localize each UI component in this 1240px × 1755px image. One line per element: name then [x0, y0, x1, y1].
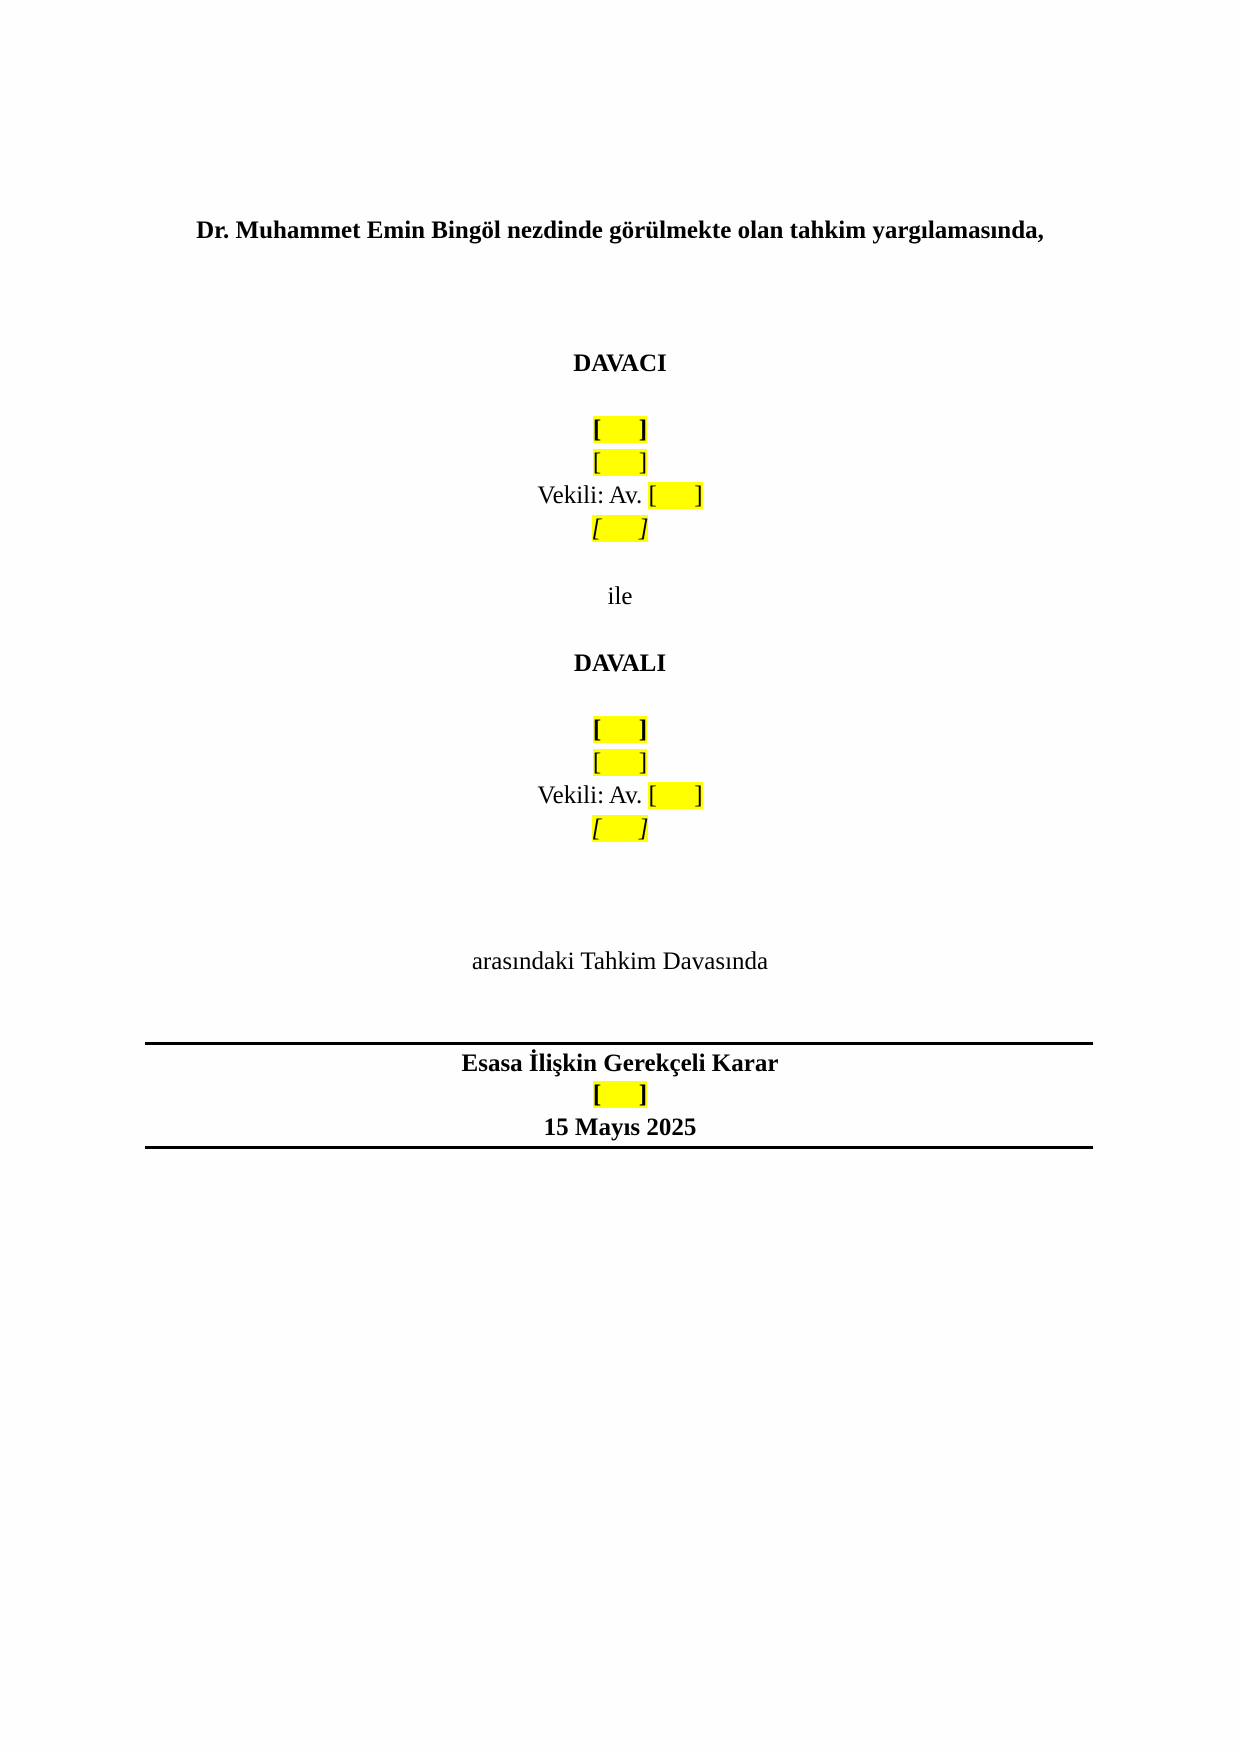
respondent-name: [ ]	[0, 713, 1240, 746]
connector-text: ile	[607, 583, 633, 610]
claimant-address: [ ]	[0, 446, 1240, 479]
counsel-prefix: Vekili: Av.	[537, 782, 649, 809]
placeholder-highlight: [ ]	[648, 482, 703, 509]
case-line: arasındaki Tahkim Davasında	[471, 948, 769, 975]
respondent-label: DAVALI	[573, 650, 667, 677]
claimant-counsel-address: [ ]	[0, 512, 1240, 545]
top-rule	[145, 1042, 1093, 1045]
placeholder-highlight: [ ]	[592, 416, 648, 443]
award-title: Esasa İlişkin Gerekçeli Karar	[461, 1050, 779, 1077]
placeholder-highlight: [ ]	[648, 782, 703, 809]
placeholder-highlight: [ ]	[592, 749, 648, 776]
award-date: 15 Mayıs 2025	[543, 1114, 697, 1141]
placeholder-highlight: [ ]	[592, 716, 648, 743]
claimant-counsel: Vekili: Av. [ ]	[0, 479, 1240, 512]
bottom-rule	[145, 1146, 1093, 1149]
placeholder-highlight: [ ]	[591, 815, 649, 842]
respondent-counsel-address: [ ]	[0, 812, 1240, 845]
award-number: [ ]	[0, 1078, 1240, 1111]
respondent-address: [ ]	[0, 746, 1240, 779]
counsel-prefix: Vekili: Av.	[537, 482, 649, 509]
document-heading: Dr. Muhammet Emin Bingöl nezdinde görülm…	[196, 217, 1044, 244]
claimant-name: [ ]	[0, 413, 1240, 446]
placeholder-highlight: [ ]	[591, 515, 649, 542]
placeholder-highlight: [ ]	[592, 1081, 648, 1108]
respondent-counsel: Vekili: Av. [ ]	[0, 779, 1240, 812]
claimant-label: DAVACI	[573, 350, 667, 377]
placeholder-highlight: [ ]	[592, 449, 648, 476]
